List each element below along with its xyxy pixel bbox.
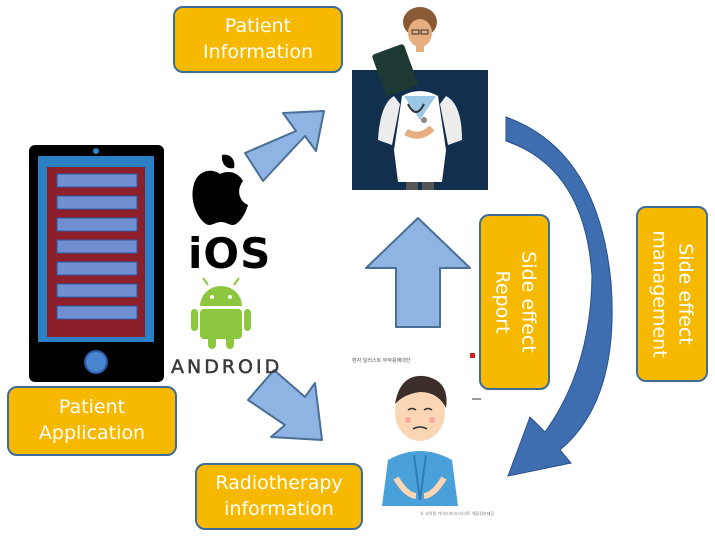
patient-application-box: Patient Application (7, 386, 177, 456)
apple-logo-icon (192, 154, 248, 225)
android-robot-icon (191, 277, 251, 349)
ios-label: iOS (188, 229, 272, 278)
side-effect-report-line1: Side effect (517, 251, 540, 353)
patient-information-line1: Patient (224, 14, 292, 37)
document-title: 환자 일러스트 부작용에대한 (352, 358, 411, 364)
document-footer: © 부작용 가이드라이너사이트 해당정보제공 (420, 511, 495, 516)
side-effect-management-line2: management (649, 230, 671, 358)
radiotherapy-information-line2: information (224, 497, 334, 520)
patient-information-line2: Information (203, 40, 313, 63)
curved-arrow-management (505, 116, 613, 477)
side-effect-management-line1: Side effect (674, 243, 697, 345)
arrow-patient-to-doctor (365, 217, 471, 328)
smartphone-icon (29, 145, 164, 382)
android-label: ANDROID (171, 356, 283, 379)
radiotherapy-information-box: Radiotherapy information (195, 463, 363, 530)
doctor-illustration (352, 7, 488, 190)
side-effect-report-line2: Report (491, 270, 514, 334)
patient-application-line2: Application (38, 422, 146, 444)
patient-application-line1: Patient (58, 396, 126, 419)
patient-information-box: Patient Information (173, 6, 343, 73)
arrow-app-to-patient (247, 369, 323, 441)
arrow-app-to-doctor (244, 110, 325, 182)
side-effect-report-box: Side effect Report (479, 214, 550, 390)
radiotherapy-information-line1: Radiotherapy (215, 471, 343, 494)
patient-illustration (350, 347, 490, 523)
side-effect-management-box: Side effect management (636, 206, 708, 382)
